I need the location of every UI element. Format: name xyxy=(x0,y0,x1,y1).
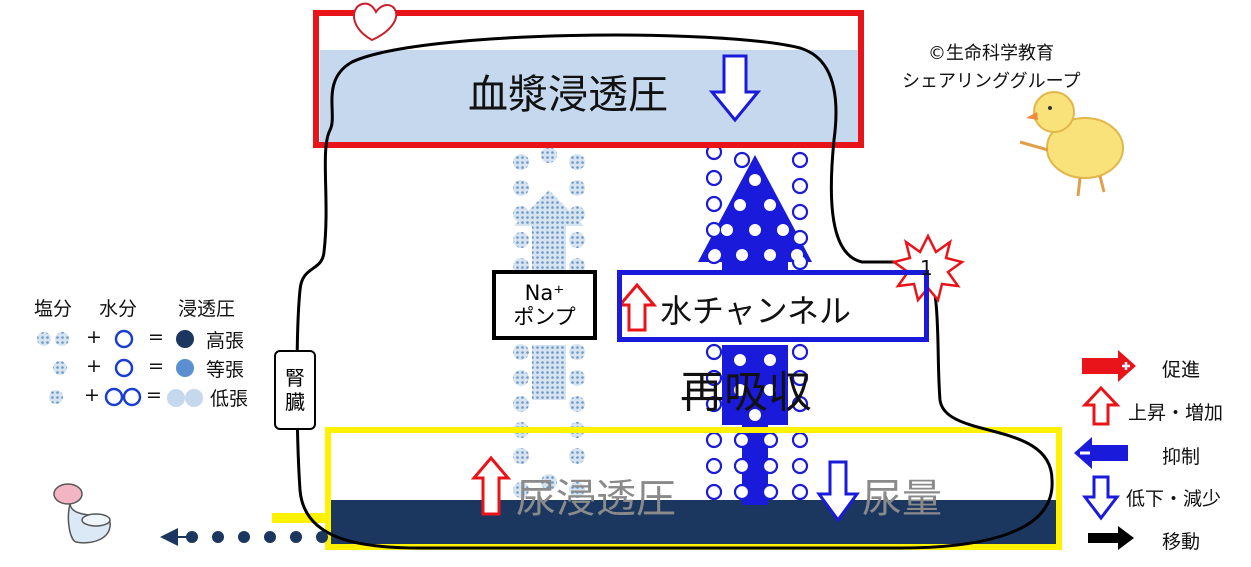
legend-plus-2: + xyxy=(86,355,102,377)
legend-plus-1: + xyxy=(86,326,102,348)
legend-label-hypertonic: 高張 xyxy=(206,330,245,352)
plasma-down-arrow-icon xyxy=(708,54,762,123)
legend-header-osmotic: 浸透圧 xyxy=(178,298,236,320)
kidney-label-line2: 臓 xyxy=(285,390,305,414)
na-pump-box: Na⁺ ポンプ xyxy=(492,270,597,340)
legend-label-hypotonic: 低張 xyxy=(210,388,249,410)
blue-outline-down-arrow-icon xyxy=(1081,475,1121,521)
pump-column-dots xyxy=(513,147,585,498)
water-arrow-dots xyxy=(709,174,803,421)
legend-increase-label: 上昇・増加 xyxy=(1128,402,1224,424)
legend-promote-label: 促進 xyxy=(1162,359,1201,381)
legend-inhibit-label: 抑制 xyxy=(1162,446,1201,468)
kidney-label-line1: 腎 xyxy=(285,366,305,390)
legend-label-isotonic: 等張 xyxy=(206,359,245,381)
red-outline-up-arrow-icon xyxy=(1081,385,1121,426)
toilet-icon xyxy=(53,483,111,544)
copyright-line1: ©生命科学教育 xyxy=(928,43,1054,64)
urine-osmotic-up-arrow-icon xyxy=(470,455,512,516)
reabsorption-label: 再吸収 xyxy=(680,367,812,418)
legend-header-water: 水分 xyxy=(99,298,138,320)
urine-osmotic-label: 尿浸透圧 xyxy=(516,476,676,522)
water-channel-box xyxy=(617,270,929,342)
copyright-line2: シェアリンググループ xyxy=(902,71,1081,92)
legend-eq-3: = xyxy=(146,384,162,406)
na-pump-line1: Na⁺ xyxy=(524,281,565,305)
urine-volume-label: 尿量 xyxy=(862,476,942,522)
chick-icon xyxy=(1019,91,1124,197)
heart-icon xyxy=(353,2,398,42)
legend-move-label: 移動 xyxy=(1162,531,1201,553)
water-column-circles xyxy=(705,143,809,501)
water-channel-label: 水チャンネル xyxy=(660,292,852,330)
blue-minus-arrow-icon xyxy=(1074,437,1128,469)
legend-decrease-label: 低下・減少 xyxy=(1126,488,1222,510)
urine-band xyxy=(330,500,1060,546)
legend-symbols xyxy=(37,329,203,407)
plasma-band xyxy=(320,50,858,142)
legend-plus-3: + xyxy=(84,384,100,406)
black-arrow-icon xyxy=(1088,526,1134,550)
excretion-arrow-head xyxy=(160,528,178,546)
legend-eq-2: = xyxy=(148,355,164,377)
legend-header-salt: 塩分 xyxy=(34,298,73,320)
legend-eq-1: = xyxy=(148,326,164,348)
red-plus-arrow-icon xyxy=(1082,350,1136,382)
right-legend-icons xyxy=(1074,350,1136,550)
badge-number: 1 xyxy=(920,256,933,280)
pump-arrow-shaft-lower xyxy=(532,345,566,400)
excretion-dots xyxy=(186,531,328,543)
na-pump-line2: ポンプ xyxy=(513,305,576,329)
pump-up-arrow xyxy=(514,190,584,270)
urine-volume-down-arrow-icon xyxy=(816,460,860,523)
plasma-osmotic-label: 血漿浸透圧 xyxy=(468,72,668,118)
kidney-label-box: 腎 臓 xyxy=(274,350,316,430)
water-up-arrow xyxy=(698,155,812,270)
kidney-outline xyxy=(295,33,1054,550)
plasma-border xyxy=(313,10,864,148)
